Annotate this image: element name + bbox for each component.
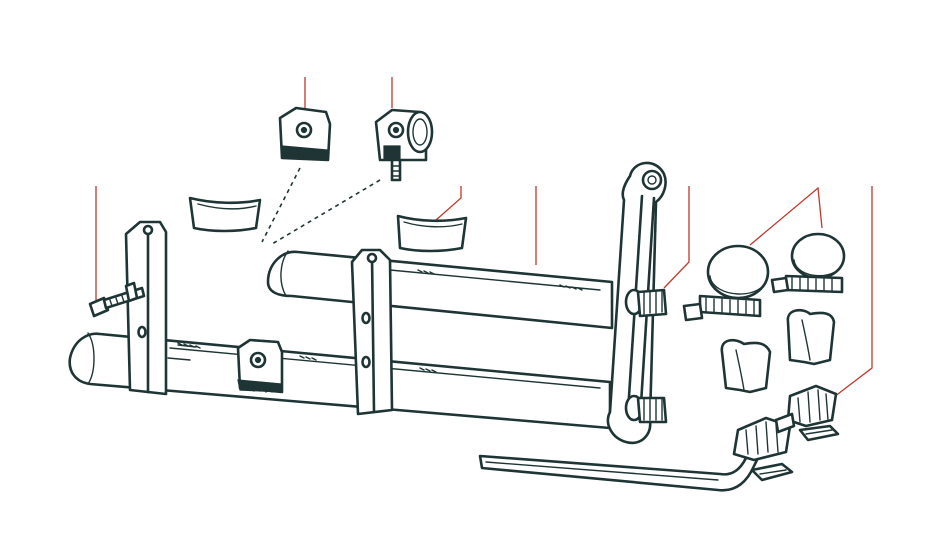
split-clamp-exploded: [278, 106, 332, 162]
hose-clip-right: [770, 232, 846, 294]
left-bracket-hole: [137, 325, 147, 339]
rubber-bush-left: [188, 196, 262, 233]
explosion-line-1: [261, 167, 301, 243]
left-mounting-bracket: [124, 220, 168, 396]
spring-clip-right: [786, 308, 836, 366]
leader-rubber-bush: [435, 186, 462, 221]
mount-bolt: [88, 281, 146, 318]
link-washer-plates: [750, 424, 840, 482]
upper-tube: [266, 250, 614, 330]
link-rubber-mount-lower: [732, 416, 792, 462]
lower-tube-knurling: [177, 342, 437, 373]
explosion-line-2: [271, 179, 381, 245]
middle-mounting-bracket: [350, 248, 394, 416]
split-clamp-fitted: [236, 338, 284, 394]
middle-bracket-hole-bottom: [361, 355, 371, 369]
tie-rod-pin-upper: [624, 288, 668, 318]
leader-hose-clips: [749, 186, 823, 246]
link-rubber-mount-upper: [774, 384, 838, 434]
middle-bracket-hole-top: [361, 311, 371, 325]
leader-anti-roll-link: [829, 186, 873, 401]
spring-clip-left: [720, 338, 772, 394]
rubber-bush-right: [396, 214, 468, 253]
leader-lines: [95, 77, 873, 401]
clamp-with-ring-exploded: [374, 108, 434, 182]
explosion-lines: [261, 167, 381, 245]
leader-tie-rod-pins: [663, 186, 690, 289]
tie-rod-pin-lower: [624, 394, 668, 424]
upper-tube-knurling: [417, 269, 583, 291]
hose-clip-left: [682, 244, 770, 322]
anti-roll-link-rod: [478, 444, 764, 492]
